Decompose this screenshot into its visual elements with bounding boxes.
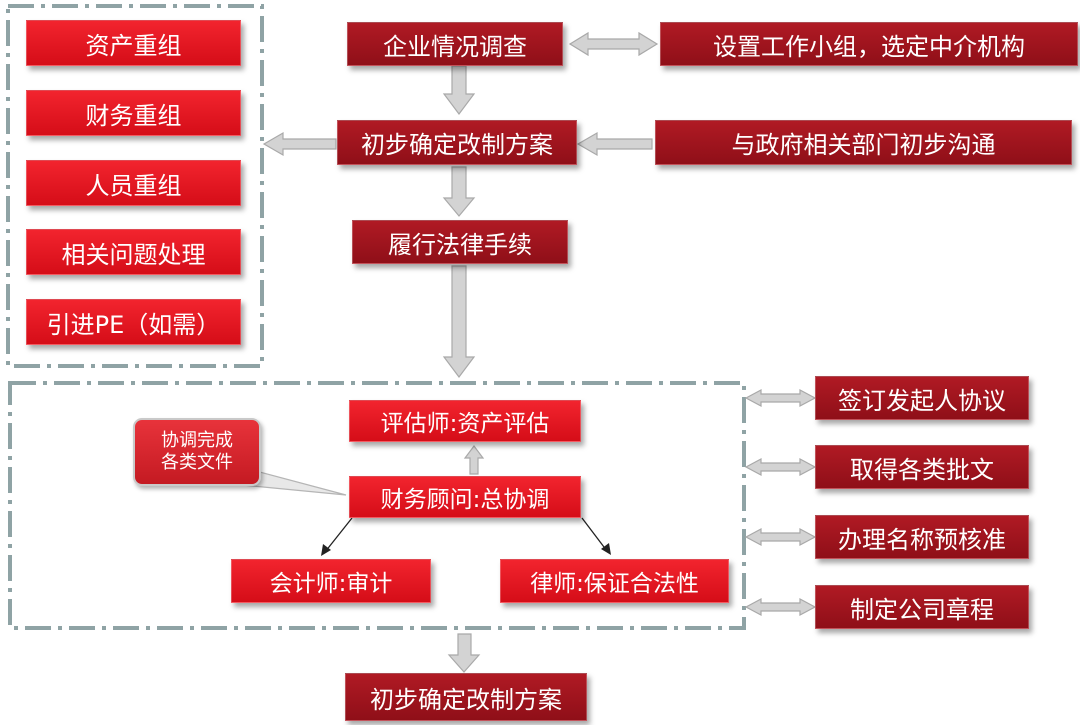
step-label: 设置工作小组，选定中介机构 — [713, 32, 1025, 61]
task-name-pre-approval: 办理名称预核准 — [815, 515, 1029, 559]
step-final-plan: 初步确定改制方案 — [345, 673, 587, 721]
arrow-task-4 — [744, 598, 817, 616]
callout-line-2: 各类文件 — [161, 452, 233, 473]
callout-coordinate-documents: 协调完成 各类文件 — [133, 418, 261, 486]
arrow-legal-to-group — [442, 265, 476, 378]
step-label: 初步确定改制方案 — [361, 131, 553, 159]
arrow-group-to-final — [447, 633, 481, 673]
arrow-gov-to-plan — [576, 131, 653, 157]
agency-accountant: 会计师:审计 — [231, 559, 431, 603]
task-label: 取得各类批文 — [850, 455, 994, 484]
arrow-plan-to-left-group — [262, 131, 337, 157]
left-item-label: 资产重组 — [85, 31, 182, 60]
left-item-label: 相关问题处理 — [61, 240, 206, 269]
agency-financial-advisor: 财务顾问:总协调 — [349, 476, 581, 518]
arrowhead-lawyer — [601, 543, 611, 555]
step-enterprise-survey: 企业情况调查 — [347, 22, 563, 66]
agency-label: 会计师:审计 — [269, 571, 393, 597]
arrow-task-1 — [744, 389, 817, 407]
step-legal-procedures: 履行法律手续 — [352, 220, 568, 264]
left-item-introduce-pe: 引进PE（如需） — [26, 299, 241, 345]
task-sign-promoter-agreement: 签订发起人协议 — [815, 376, 1029, 420]
arrow-survey-to-plan — [442, 65, 476, 115]
agency-appraiser: 评估师:资产评估 — [349, 400, 581, 442]
step-label: 初步确定改制方案 — [370, 685, 562, 714]
arrow-advisor-to-accountant — [324, 517, 353, 553]
left-item-label: 人员重组 — [85, 171, 182, 200]
left-item-label: 财务重组 — [85, 101, 182, 130]
agency-label: 评估师:资产评估 — [380, 411, 550, 437]
agency-label: 财务顾问:总协调 — [380, 487, 550, 513]
arrowhead-accountant — [321, 544, 331, 556]
task-label: 签订发起人协议 — [838, 386, 1006, 415]
task-label: 办理名称预核准 — [838, 525, 1006, 554]
left-item-asset-restructuring: 资产重组 — [26, 20, 241, 66]
arrow-task-3 — [744, 528, 817, 546]
arrow-advisor-to-lawyer — [581, 517, 608, 552]
arrow-survey-working-group — [568, 31, 659, 57]
left-item-financial-restructuring: 财务重组 — [26, 90, 241, 136]
left-item-label: 引进PE（如需） — [46, 310, 221, 339]
arrow-advisor-to-appraiser — [463, 445, 485, 475]
agency-group-border — [8, 381, 746, 630]
task-draft-articles: 制定公司章程 — [815, 585, 1029, 629]
step-working-group: 设置工作小组，选定中介机构 — [660, 22, 1078, 66]
agency-label: 律师:保证合法性 — [530, 571, 699, 597]
step-label: 企业情况调查 — [383, 32, 527, 61]
step-preliminary-plan: 初步确定改制方案 — [337, 120, 577, 165]
step-label: 履行法律手续 — [388, 230, 532, 259]
agency-lawyer: 律师:保证合法性 — [500, 559, 729, 603]
arrow-plan-to-legal — [442, 166, 476, 217]
step-government-communication: 与政府相关部门初步沟通 — [655, 120, 1072, 165]
left-item-personnel-restructuring: 人员重组 — [26, 160, 241, 206]
task-obtain-approvals: 取得各类批文 — [815, 445, 1029, 489]
task-label: 制定公司章程 — [850, 595, 994, 624]
step-label: 与政府相关部门初步沟通 — [731, 131, 996, 159]
arrow-task-2 — [744, 458, 817, 476]
callout-line-1: 协调完成 — [161, 430, 233, 451]
left-group-border — [6, 4, 264, 368]
left-item-related-issues: 相关问题处理 — [26, 229, 241, 275]
